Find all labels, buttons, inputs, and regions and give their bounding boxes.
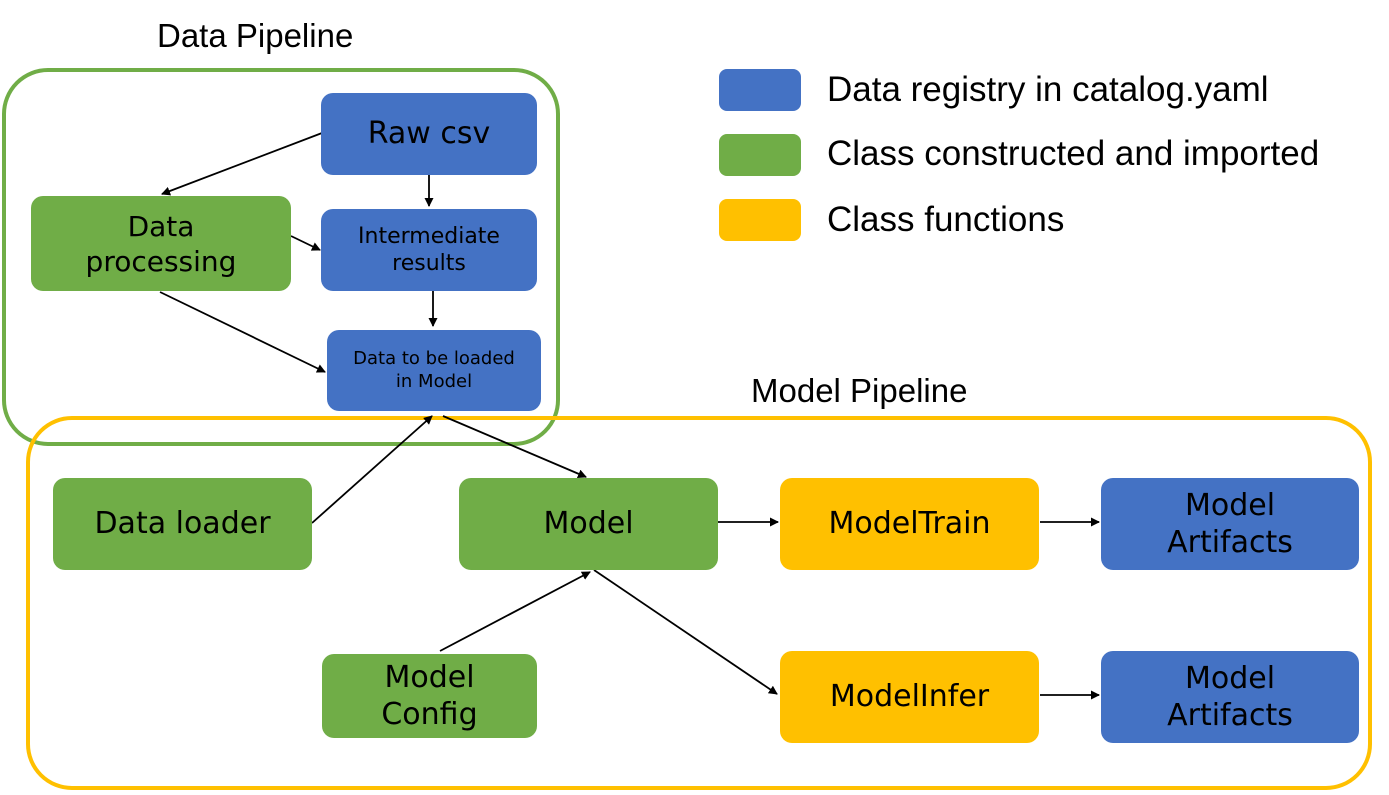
node-model: Model [459, 478, 718, 570]
node-data-loader-label: Data loader [94, 506, 271, 542]
node-model-config-label: Model Config [381, 659, 478, 733]
node-model-artifacts-train-label: Model Artifacts [1167, 487, 1293, 561]
node-data-loader: Data loader [53, 478, 312, 570]
node-raw-csv: Raw csv [321, 93, 537, 175]
legend-label-class-constructed: Class constructed and imported [827, 134, 1320, 173]
arrow-model-config-to-model [439, 571, 591, 652]
node-model-artifacts-infer: Model Artifacts [1101, 651, 1359, 743]
arrow-data-processing-to-data-to-model [159, 291, 326, 373]
node-model-train-label: ModelTrain [828, 506, 991, 542]
node-model-artifacts-train: Model Artifacts [1101, 478, 1359, 570]
legend-label-class-functions: Class functions [827, 200, 1065, 239]
node-intermediate-results-label: Intermediate results [358, 223, 500, 277]
node-model-label: Model [543, 506, 634, 542]
model-pipeline-group [26, 416, 1372, 790]
node-data-to-model-label: Data to be loaded in Model [353, 348, 515, 392]
node-model-infer: ModelInfer [780, 651, 1039, 743]
node-data-processing-label: Data processing [85, 209, 237, 278]
node-model-config: Model Config [322, 654, 537, 738]
node-data-to-model: Data to be loaded in Model [327, 330, 541, 411]
node-data-processing: Data processing [31, 196, 291, 291]
node-model-artifacts-infer-label: Model Artifacts [1167, 660, 1293, 734]
arrow-model-to-model-infer [593, 569, 778, 695]
legend-swatch-data-registry [719, 69, 801, 111]
data-pipeline-group [2, 68, 560, 446]
model-pipeline-title: Model Pipeline [751, 372, 968, 409]
arrow-data-processing-to-intermediate [290, 235, 321, 251]
legend-swatch-class-constructed [719, 134, 801, 176]
arrow-data-to-model-to-model [442, 415, 587, 479]
arrow-data-loader-to-data-to-model [311, 415, 433, 524]
node-raw-csv-label: Raw csv [367, 116, 491, 152]
node-model-infer-label: ModelInfer [829, 679, 990, 715]
data-pipeline-title: Data Pipeline [157, 17, 354, 54]
legend-label-data-registry: Data registry in catalog.yaml [827, 70, 1269, 109]
arrow-raw-csv-to-data-processing [161, 132, 323, 196]
node-model-train: ModelTrain [780, 478, 1039, 570]
legend-swatch-class-functions [719, 199, 801, 241]
node-intermediate-results: Intermediate results [321, 209, 537, 291]
